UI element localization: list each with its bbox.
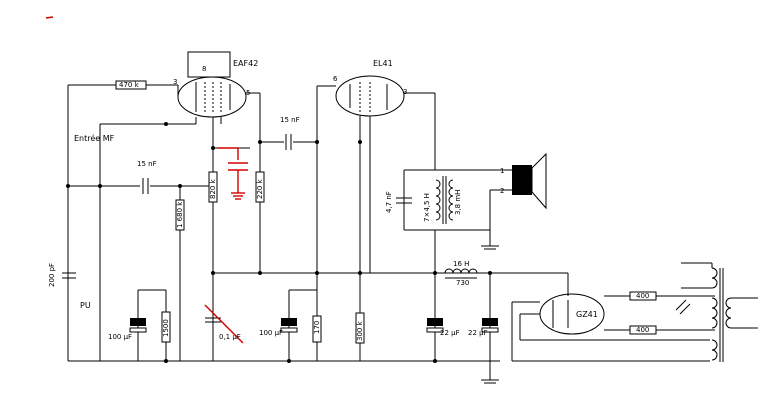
switch xyxy=(679,303,691,315)
capacitor-100uf-left xyxy=(130,318,146,326)
wire xyxy=(187,51,231,78)
capacitor-22uf-a xyxy=(427,318,443,326)
junction-dot xyxy=(287,359,291,363)
resistor-1500-label: 1500 xyxy=(162,319,170,337)
capacitor-22uf-a-label: 22 μF xyxy=(440,329,460,337)
capacitor-22uf-b-plate xyxy=(481,327,499,333)
capacitor-100uf-mid-label: 100 μF xyxy=(259,329,283,337)
choke-label: 16 H xyxy=(453,260,469,268)
capacitor-100uf-left-label: 100 μF xyxy=(108,333,132,341)
resistor-1680k-label: 1 680 k xyxy=(176,201,184,228)
resistor-1500 xyxy=(161,311,171,343)
resistor-400-bot-label: 400 xyxy=(636,326,649,334)
capacitor-15nf-left-label: 15 nF xyxy=(137,160,157,168)
transformer-primary xyxy=(435,179,441,221)
resistor-470k-label: 470 k xyxy=(119,81,140,89)
tube-gz41-label: GZ41 xyxy=(576,310,598,319)
tube-el41-label: EL41 xyxy=(373,59,393,68)
junction-dot xyxy=(358,140,362,144)
junction-dot xyxy=(66,184,70,188)
junction-dot xyxy=(98,184,102,188)
junction-dot xyxy=(433,271,437,275)
junction-dot xyxy=(433,359,437,363)
junction-dot xyxy=(164,359,168,363)
resistor-300k-label: 300 k xyxy=(356,320,364,341)
pin-label: 3 xyxy=(403,88,407,96)
choke-resistance-label: 730 xyxy=(456,279,469,287)
junction-dot xyxy=(258,271,262,275)
junction-dot xyxy=(164,122,168,126)
speaker-cone xyxy=(531,152,547,210)
transformer-secondary xyxy=(711,267,718,361)
capacitor-100uf-mid xyxy=(281,318,297,326)
resistor-300k xyxy=(355,312,365,344)
junction-dot xyxy=(211,271,215,275)
resistor-220k xyxy=(255,171,265,203)
pin-label: 8 xyxy=(202,65,206,73)
switch xyxy=(675,299,687,311)
tube-eaf42-label: EAF42 xyxy=(233,59,258,68)
capacitor-22uf-a-plate xyxy=(426,327,444,333)
pin-label: 6 xyxy=(333,75,338,83)
junction-dot xyxy=(178,184,182,188)
resistor-170-label: 170 xyxy=(313,321,321,334)
entree-mf-label: Entrée MF xyxy=(74,133,115,143)
transformer-primary-label: 7×4,5 H xyxy=(423,193,431,222)
capacitor-200pf-label: 200 pF xyxy=(48,263,56,287)
transformer-secondary xyxy=(448,179,454,221)
junction-dot xyxy=(315,140,319,144)
red-mark xyxy=(45,16,54,19)
capacitor-15nf-mid-label: 15 nF xyxy=(280,116,300,124)
resistor-820k-label: 820 k xyxy=(209,178,217,199)
pin-label: 3 xyxy=(173,78,177,86)
capacitor-100uf-mid-plate xyxy=(280,327,298,333)
transformer-primary xyxy=(725,297,732,329)
capacitor-47nf-label: 4,7 nF xyxy=(385,191,393,213)
resistor-400-top-label: 400 xyxy=(636,292,649,300)
capacitor-100uf-left-plate xyxy=(129,327,147,333)
junction-dot xyxy=(258,140,262,144)
junction-dot xyxy=(211,146,215,150)
junction-dots xyxy=(66,122,492,363)
pin-label: 1 xyxy=(500,167,504,175)
red-strike xyxy=(204,304,244,344)
tube-eaf42 xyxy=(177,76,247,118)
choke-coil xyxy=(444,268,478,274)
capacitor-01uf-label: 0,1 μF xyxy=(219,333,241,341)
resistor-470k xyxy=(115,80,147,90)
resistor-220k-label: 220 k xyxy=(256,178,264,199)
resistor-820k xyxy=(208,171,218,203)
junction-dot xyxy=(358,271,362,275)
pu-label: PU xyxy=(80,301,91,310)
junction-dot xyxy=(488,271,492,275)
transformer-secondary-label: 3,8 mH xyxy=(454,190,462,215)
resistor-170 xyxy=(312,315,322,343)
capacitor-22uf-b-label: 22 μF xyxy=(468,329,488,337)
resistor-1680k xyxy=(175,199,185,231)
junction-dot xyxy=(315,271,319,275)
pin-label: 2 xyxy=(500,187,504,195)
capacitor-22uf-b xyxy=(482,318,498,326)
speaker-icon xyxy=(512,165,532,195)
